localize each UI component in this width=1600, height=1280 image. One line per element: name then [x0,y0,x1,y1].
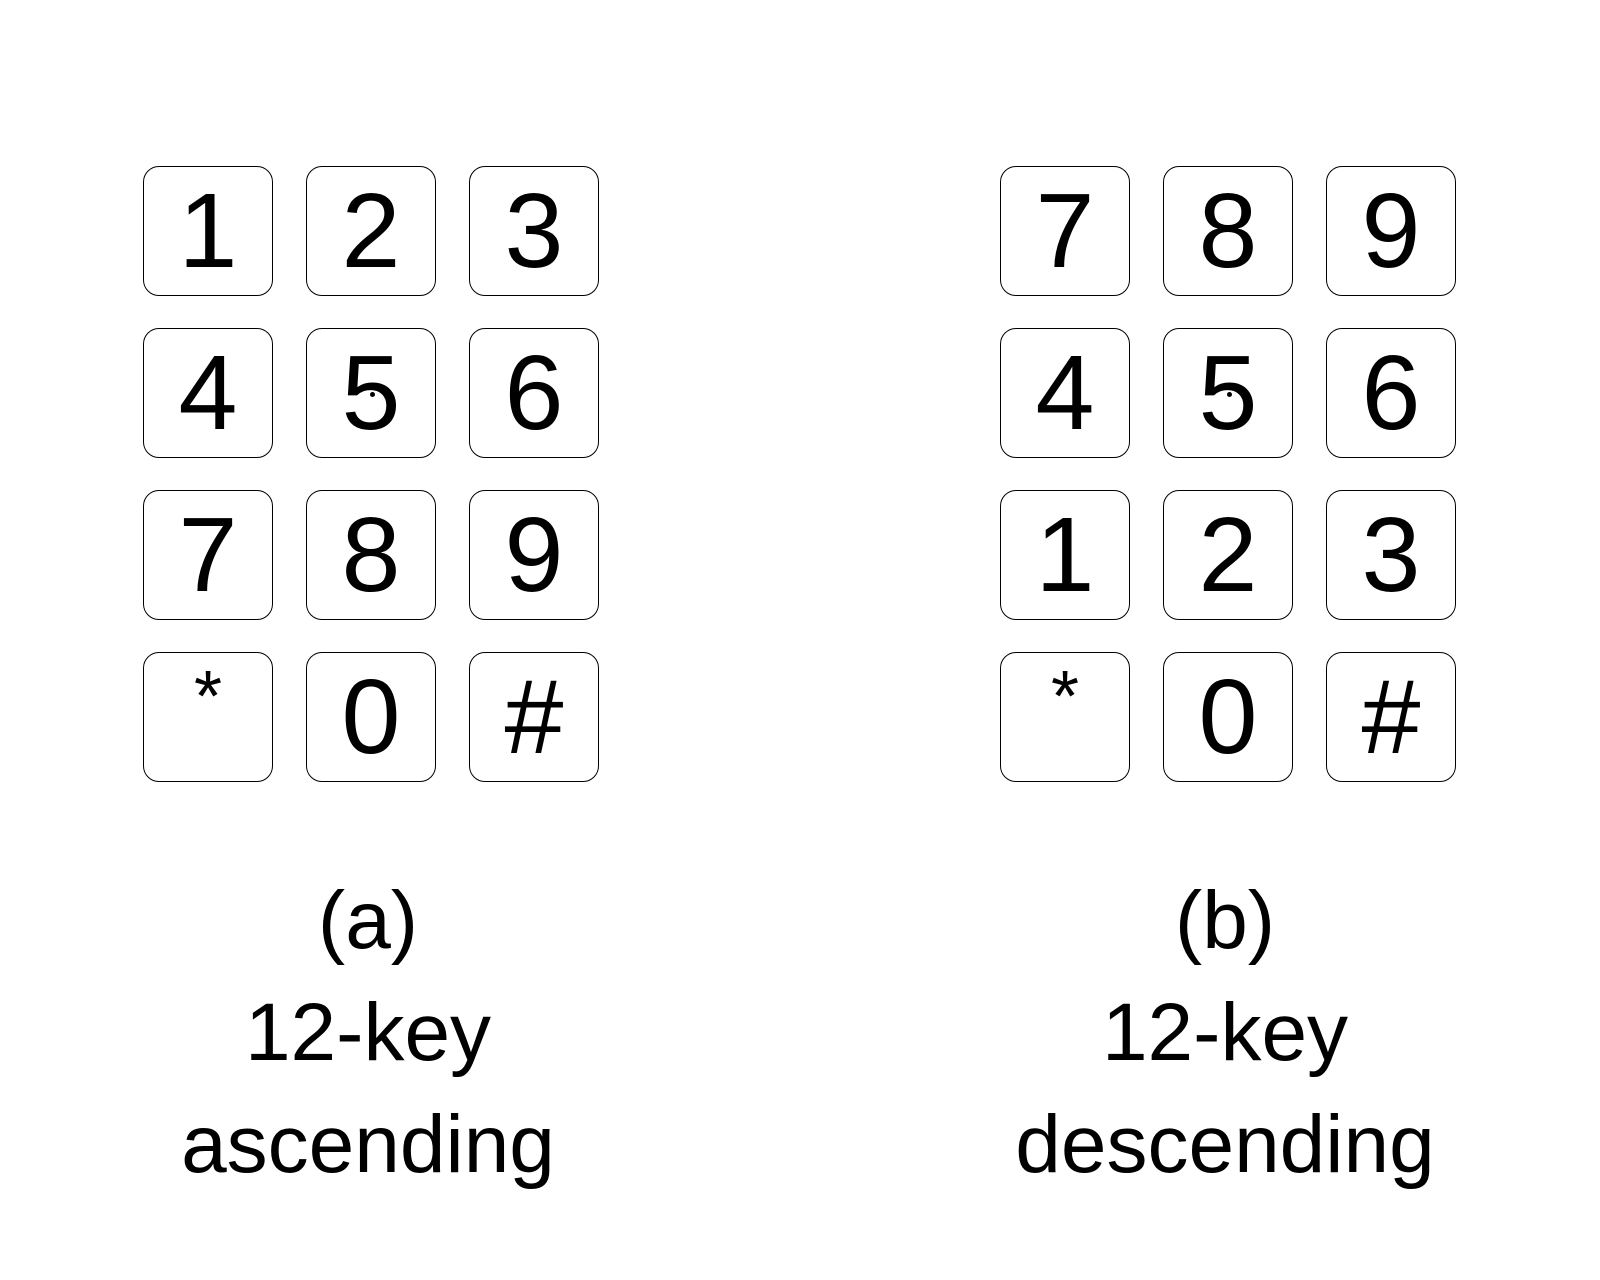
key-label: * [1050,657,1080,737]
keypad-key[interactable]: 7 [1000,166,1130,296]
keypad-key[interactable]: 2 [1163,490,1293,620]
key-label: 0 [341,658,401,776]
keypad-key[interactable]: 3 [469,166,599,296]
keypad-key[interactable]: # [469,652,599,782]
key-label: * [193,657,223,737]
key-label: 2 [1198,496,1258,614]
keypad-key[interactable]: 5 [306,328,436,458]
keypad-key[interactable]: 5 [1163,328,1293,458]
tactile-dot-icon [370,392,375,397]
keypad-key[interactable]: * [143,652,273,782]
caption-label: (b) [1174,875,1276,966]
caption-layout-name: 12-key [244,987,492,1078]
key-label: 3 [1361,496,1421,614]
keypad-key[interactable]: 4 [143,328,273,458]
key-label: 2 [341,172,401,290]
key-label: 9 [1361,172,1421,290]
key-label: 4 [1035,334,1095,452]
key-label: 7 [178,496,238,614]
keypad-key[interactable]: # [1326,652,1456,782]
keypad-key[interactable]: 6 [1326,328,1456,458]
caption-order: descending [1015,1099,1435,1190]
caption-label: (a) [317,875,419,966]
key-label: 8 [1198,172,1258,290]
keypad-key[interactable]: 7 [143,490,273,620]
keypad-key[interactable]: 2 [306,166,436,296]
key-label: 6 [1361,334,1421,452]
key-label: # [504,658,564,776]
key-label: # [1361,658,1421,776]
key-label: 4 [178,334,238,452]
tactile-dot-icon [1227,392,1232,397]
key-label: 8 [341,496,401,614]
keypad-key[interactable]: 8 [306,490,436,620]
keypad-key[interactable]: 1 [1000,490,1130,620]
key-label: 9 [504,496,564,614]
key-label: 7 [1035,172,1095,290]
key-label: 0 [1198,658,1258,776]
key-label: 3 [504,172,564,290]
keypad-key[interactable]: 0 [1163,652,1293,782]
keypad-key[interactable]: * [1000,652,1130,782]
keypad-key[interactable]: 1 [143,166,273,296]
caption-layout-name: 12-key [1101,987,1349,1078]
keypad-key[interactable]: 9 [469,490,599,620]
keypad-key[interactable]: 6 [469,328,599,458]
keypad-key[interactable]: 0 [306,652,436,782]
key-label: 6 [504,334,564,452]
key-label: 1 [1035,496,1095,614]
keypad-key[interactable]: 4 [1000,328,1130,458]
key-label: 1 [178,172,238,290]
keypad-key[interactable]: 9 [1326,166,1456,296]
keypad-key[interactable]: 3 [1326,490,1456,620]
keypad-key[interactable]: 8 [1163,166,1293,296]
caption-order: ascending [181,1099,555,1190]
